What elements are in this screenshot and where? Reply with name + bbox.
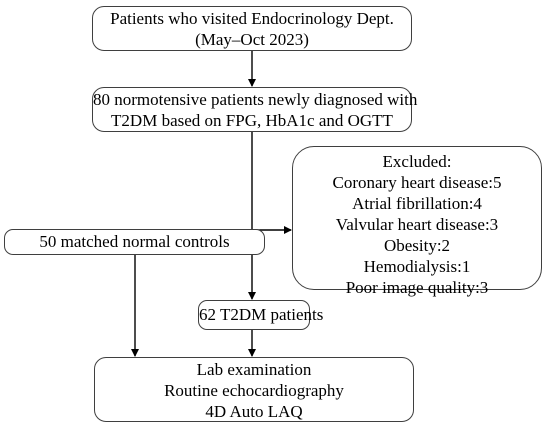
diagnosed-line-2: T2DM based on FPG, HbA1c and OGTT xyxy=(111,111,393,130)
diagnosed-patients-box: 80 normotensive patients newly diagnosed… xyxy=(92,87,418,132)
excluded-item: Obesity:2 xyxy=(383,236,451,255)
source-line-2: (May–Oct 2023) xyxy=(195,30,309,49)
excluded-title: Excluded: xyxy=(382,152,452,171)
normal-controls-box: 50 matched normal controls xyxy=(4,229,265,255)
excluded-item: Valvular heart disease:3 xyxy=(335,215,499,234)
t2dm-label: 62 T2DM patients xyxy=(199,305,324,324)
examination-box: Lab examination Routine echocardiography… xyxy=(94,357,414,422)
exam-line-1: Lab examination xyxy=(196,360,312,379)
t2dm-patients-box: 62 T2DM patients xyxy=(198,300,324,330)
exam-line-2: Routine echocardiography xyxy=(164,381,344,400)
excluded-item: Coronary heart disease:5 xyxy=(332,173,502,192)
excluded-box: Excluded: Coronary heart disease:5 Atria… xyxy=(292,146,542,297)
source-line-1: Patients who visited Endocrinology Dept. xyxy=(110,9,394,28)
diagnosed-line-1: 80 normotensive patients newly diagnosed… xyxy=(93,90,418,109)
excluded-item: Atrial fibrillation:4 xyxy=(352,194,482,213)
excluded-item: Hemodialysis:1 xyxy=(363,257,471,276)
exam-line-3: 4D Auto LAQ xyxy=(205,402,303,421)
excluded-item: Poor image quality:3 xyxy=(345,278,489,297)
source-population-box: Patients who visited Endocrinology Dept.… xyxy=(92,6,412,51)
controls-label: 50 matched normal controls xyxy=(39,232,230,251)
